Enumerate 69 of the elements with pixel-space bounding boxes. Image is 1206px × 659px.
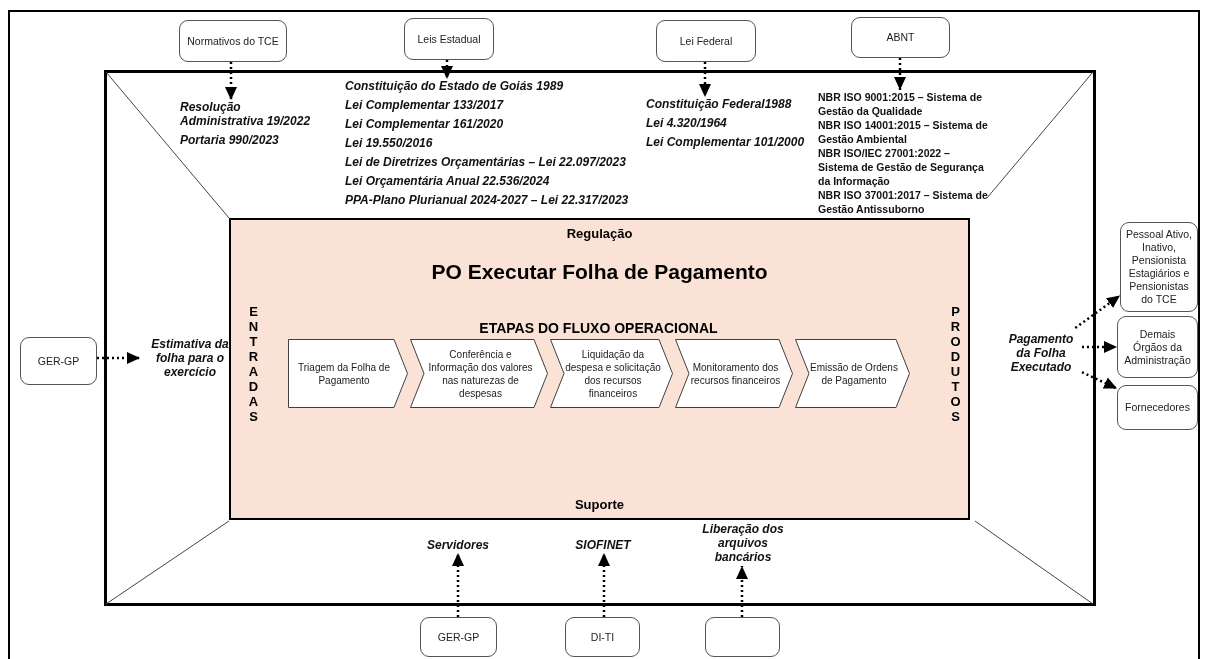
regulation-text: Lei Orçamentária Anual 22.536/2024 [345,174,551,188]
standard-text: NBR ISO 14001:2015 – Sistema de Gestão Ambiental [818,118,989,146]
source-box [851,17,950,58]
regulation-text: Lei 19.550/2016 [345,136,434,150]
box-label: ABNT [886,31,915,44]
dotted-arrow [97,352,140,364]
panel-title: PO Executar Folha de Pagamento [430,259,769,285]
flow-text: SIOFINET [562,536,644,553]
step-text: Monitoramento dos recursos financeiros [689,360,782,387]
standard-text: NBR ISO/IEC 27001:2022 – Sistema de Gestão de Segurança da Informação [818,146,985,188]
regulation-text: Resolução Administrativa 19/2022 [180,100,312,128]
source-box [1120,222,1198,312]
dotted-arrow [1081,371,1118,390]
section-label: Regulação [565,225,634,243]
source-box [404,18,494,60]
source-box [565,617,640,657]
step-text: Emissão de Ordens de Pagamento [809,360,899,387]
dotted-arrow [736,566,748,617]
source-box [656,20,756,62]
source-box [20,337,97,385]
step-text: Liquidação da despesa e solicitação dos recursos financeiros [564,347,662,400]
section-heading: ETAPAS DO FLUXO OPERACIONAL [478,319,719,338]
flow-text: Pagamento da Folha Executado [1000,328,1082,378]
dotted-arrow [441,60,453,79]
regulation-text: Lei 4.320/1964 [646,116,728,130]
box-label: Normativos do TCE [187,34,279,48]
regulation-text: Constituição do Estado de Goiás 1989 [345,79,565,93]
dotted-arrow [452,553,464,617]
process-step [550,339,673,408]
regulation-text: Lei Complementar 161/2020 [345,117,505,131]
box-label: DI-TI [590,630,615,644]
box-label: GER-GP [37,354,80,368]
flow-text: Estimativa da folha para o exercício [140,333,240,383]
dotted-arrow [225,62,237,100]
source-box [420,617,497,657]
source-box [1117,316,1198,378]
dotted-arrow [1082,341,1117,353]
section-label: Suporte [573,495,626,514]
standard-text: NBR ISO 9001:2015 – Sistema de Gestão da Qualidade [818,90,983,118]
step-text: Triagem da Folha de Pagamento [297,360,391,387]
dotted-arrow [894,58,906,90]
side-label: ENTRADAS [247,304,260,424]
dotted-arrow [699,62,711,97]
box-label: Demais Órgãos da Administração [1123,327,1192,367]
source-box [1117,385,1198,430]
box-label: Lei Federal [679,34,733,48]
process-step [288,339,408,408]
flow-text: Servidores [418,536,498,553]
source-box [705,617,780,657]
source-box [179,20,287,62]
process-step [675,339,793,408]
standard-text: NBR ISO 37001:2017 – Sistema de Gestão Antissuborno [818,188,989,216]
box-label: Pessoal Ativo, Inativo, Pensionista Estagiários e Pensionistas do TCE [1125,228,1193,306]
regulation-text: Portaria 990/2023 [180,133,280,147]
dotted-arrow [1074,294,1121,329]
regulation-text: PPA-Plano Plurianual 2024-2027 – Lei 22.317/2023 [345,193,630,207]
box-label: Leis Estadual [417,32,481,46]
regulation-text: Lei de Diretrizes Orçamentárias – Lei 22.097/2023 [345,155,627,169]
regulation-text: Constituição Federal1988 [646,97,793,111]
process-step [410,339,548,408]
side-label: PRODUTOS [949,304,962,424]
flow-text: Liberação dos arquivos bancários [688,520,798,566]
regulation-text: Lei Complementar 133/2017 [345,98,505,112]
box-label: Fornecedores [1125,401,1190,414]
dotted-arrow [598,553,610,617]
process-panel [229,218,970,520]
step-text: Conferência e Informação dos valores nas naturezas de despesas [427,347,534,400]
process-step [795,339,910,408]
box-label: GER-GP [437,630,480,644]
